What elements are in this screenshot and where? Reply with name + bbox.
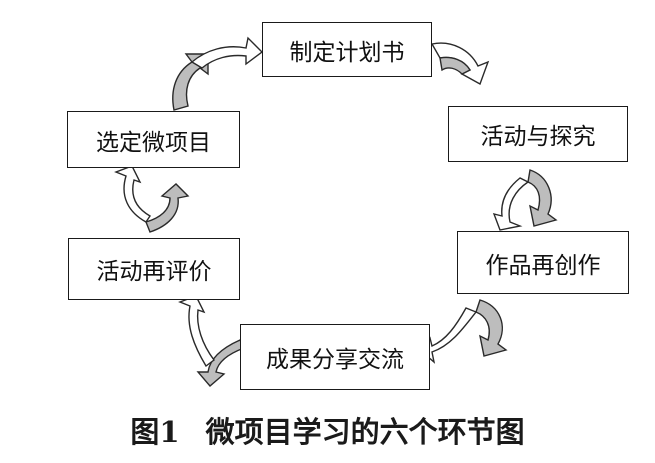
step-create-box: 作品再创作 (457, 231, 629, 294)
step-eval-label: 活动再评价 (96, 259, 212, 285)
step-select-label: 选定微项目 (96, 129, 211, 156)
curved-arrow-icon (114, 165, 190, 233)
step-select-box: 选定微项目 (67, 111, 240, 168)
step-plan-label: 制定计划书 (289, 39, 405, 66)
figure-number: 图1 (130, 415, 180, 449)
step-explore-label: 活动与探究 (480, 124, 596, 150)
curved-arrow-icon (430, 42, 490, 86)
curved-arrow-icon (419, 299, 508, 364)
figure-title: 微项目学习的六个环节图 (205, 415, 525, 449)
curved-arrow-icon (172, 36, 264, 111)
step-plan-box: 制定计划书 (262, 22, 432, 77)
curved-arrow-icon (492, 169, 558, 231)
figure-caption: 图1 微项目学习的六个环节图 (0, 402, 655, 458)
step-share-label: 成果分享交流 (266, 347, 404, 373)
step-eval-box: 活动再评价 (68, 238, 240, 300)
step-explore-box: 活动与探究 (448, 106, 628, 162)
step-share-box: 成果分享交流 (240, 324, 430, 390)
step-create-label: 作品再创作 (485, 252, 601, 279)
curved-arrow-icon (178, 295, 245, 387)
